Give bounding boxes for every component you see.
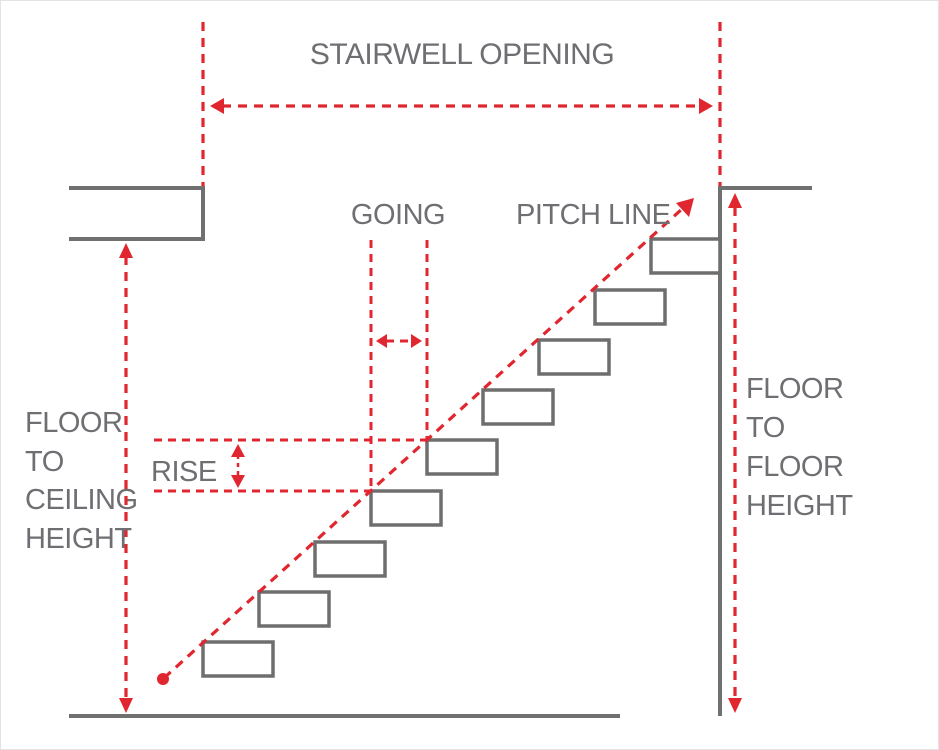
arrow-left-icon xyxy=(210,98,224,114)
tread-2 xyxy=(257,590,331,628)
rise-label: RISE xyxy=(151,456,217,488)
arrow-right-icon xyxy=(699,98,713,114)
going-label: GOING xyxy=(351,199,445,231)
arrow-left-icon xyxy=(376,334,387,348)
tread-5 xyxy=(425,438,499,476)
floor-to-ceiling-dimension xyxy=(119,243,133,713)
label-line: TO xyxy=(25,446,64,478)
tread-8 xyxy=(593,288,667,326)
pitch-start-dot-icon xyxy=(157,673,169,685)
label-line: CEILING xyxy=(25,484,138,516)
arrow-up-icon xyxy=(119,243,133,258)
pitch-line xyxy=(157,198,694,685)
pitch-line-label: PITCH LINE xyxy=(516,199,671,231)
upper-floor-slab-left xyxy=(69,186,205,241)
label-line: HEIGHT xyxy=(25,523,132,555)
stair-treads xyxy=(201,237,722,678)
tread-7 xyxy=(537,338,611,376)
floor-to-ceiling-label: FLOOR TO CEILING HEIGHT xyxy=(25,407,138,555)
stairwell-opening-dimension xyxy=(201,22,722,186)
rise-dimension xyxy=(154,438,427,493)
tread-1 xyxy=(201,640,275,678)
tread-3 xyxy=(313,540,387,578)
arrow-up-right-icon xyxy=(676,198,694,217)
stairwell-opening-label: STAIRWELL OPENING xyxy=(310,38,614,71)
label-line: TO xyxy=(746,412,785,444)
arrow-down-icon xyxy=(119,698,133,713)
floor-to-floor-label: FLOOR TO FLOOR HEIGHT xyxy=(746,373,854,522)
label-line: FLOOR xyxy=(746,373,843,405)
arrow-down-icon xyxy=(728,698,742,713)
arrow-down-icon xyxy=(231,475,245,488)
arrow-right-icon xyxy=(411,334,422,348)
arrow-up-icon xyxy=(728,193,742,208)
going-dimension xyxy=(369,240,429,491)
floor-to-floor-dimension xyxy=(728,193,742,713)
label-line: FLOOR xyxy=(746,451,843,483)
tread-4 xyxy=(369,489,443,527)
arrow-up-icon xyxy=(231,444,245,457)
label-line: HEIGHT xyxy=(746,490,853,522)
label-line: FLOOR xyxy=(25,407,122,439)
tread-6 xyxy=(481,388,555,426)
tread-9 xyxy=(649,237,722,275)
